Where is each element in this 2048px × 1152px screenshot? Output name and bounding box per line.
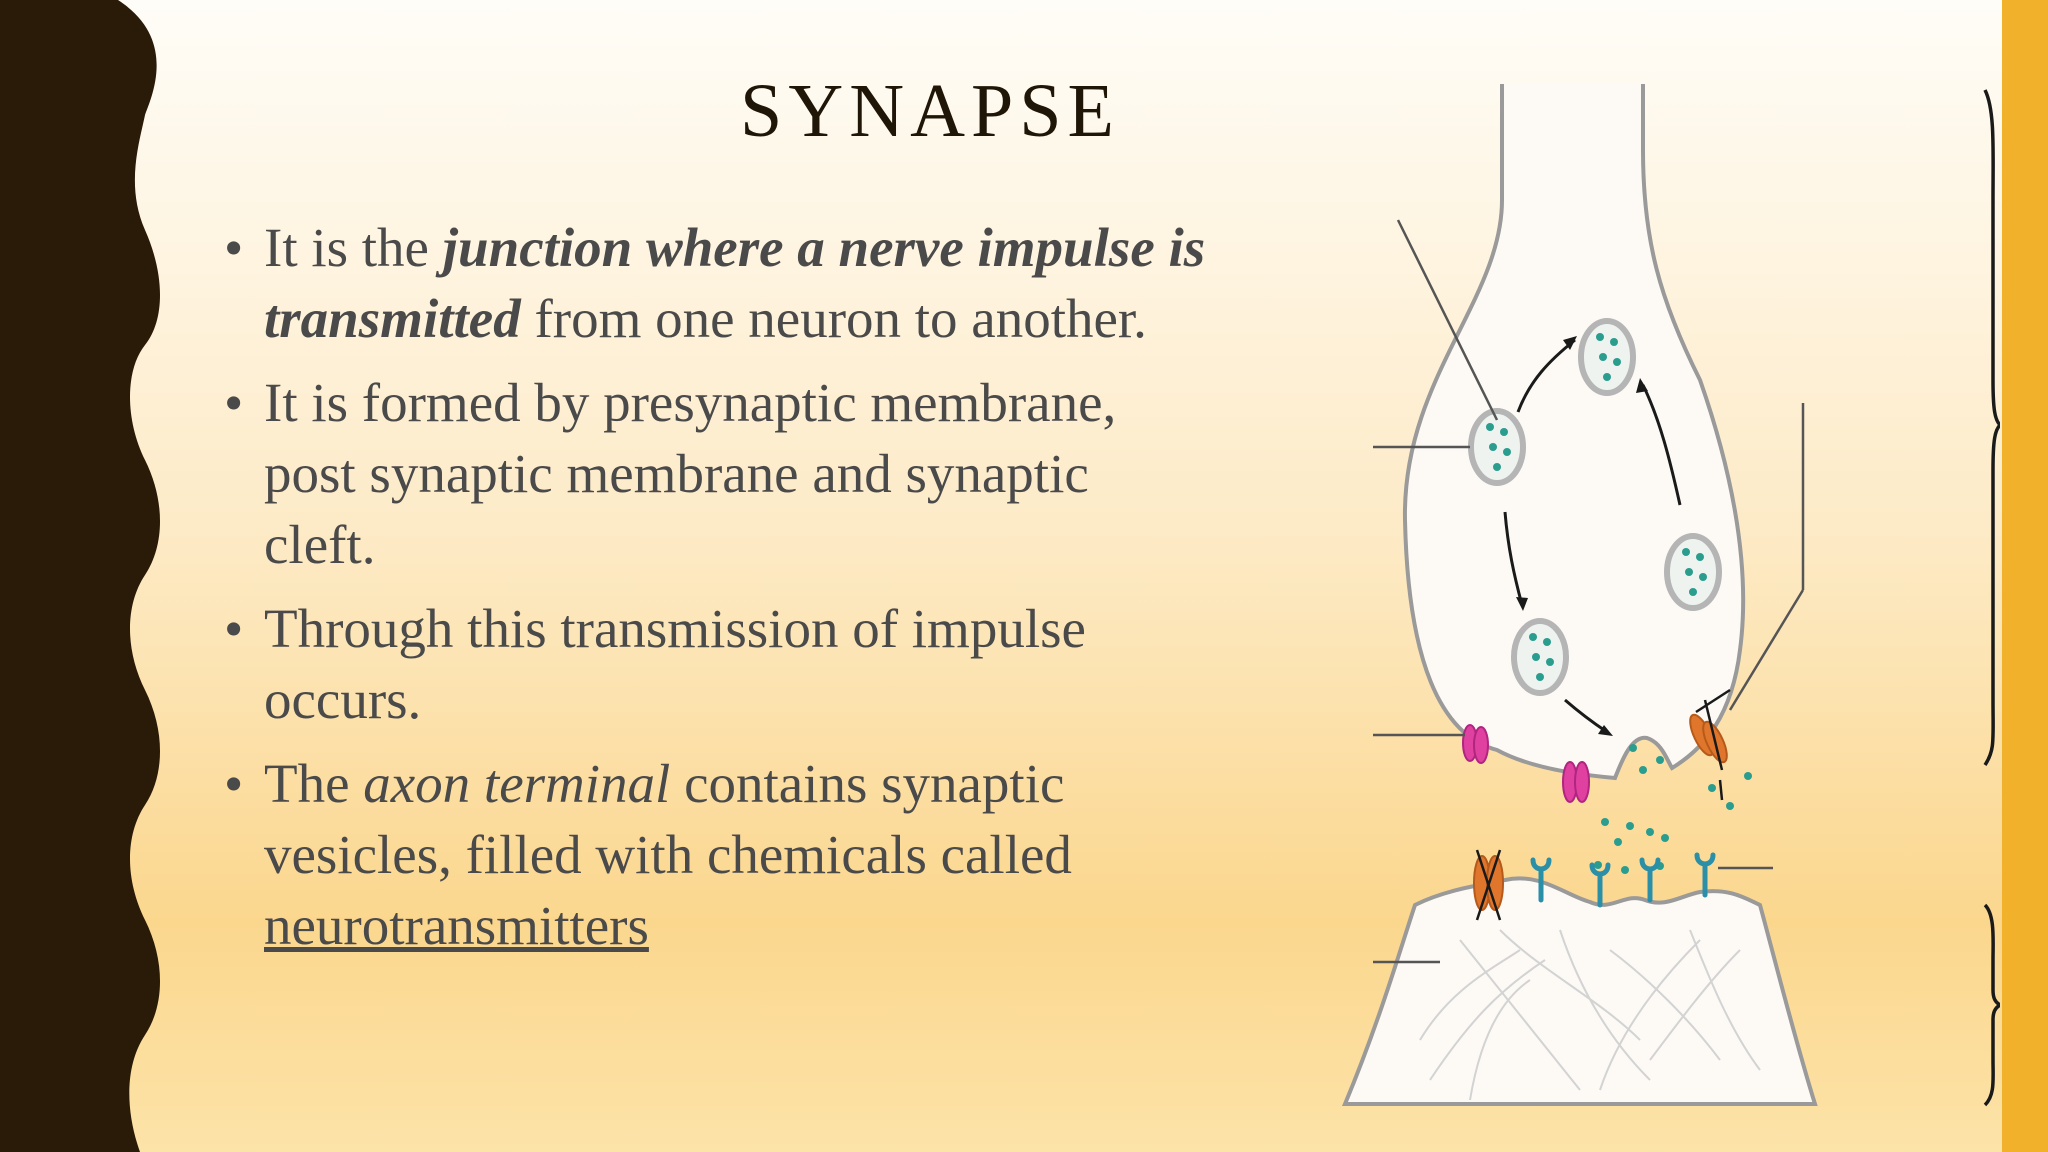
bullet-text-prefix: It is the <box>264 217 443 278</box>
bullet-item-transmission: Through this transmission of impulse occ… <box>218 593 1208 735</box>
bullet-emphasis: junction where a nerve impulse is transm… <box>264 217 1206 349</box>
bullet-text-middle: contains synaptic vesicles, filled with … <box>264 753 1072 885</box>
postsynaptic-filaments <box>1419 929 1761 1101</box>
bullet-item-formation: It is formed by presynaptic membrane, po… <box>218 367 1208 580</box>
synapse-diagram <box>1342 84 2000 1107</box>
bullet-italic-term: axon terminal <box>363 753 671 814</box>
bullet-item-junction: It is the junction where a nerve impulse… <box>218 212 1208 354</box>
region-braces <box>1983 89 2000 1107</box>
slide-title: SYNAPSE <box>740 69 1120 153</box>
bullet-text-prefix: The <box>264 753 364 814</box>
presynaptic-terminal <box>1402 84 1746 781</box>
bullet-item-axon-terminal: The axon terminal contains synaptic vesi… <box>218 748 1208 961</box>
neurotransmitters-term: neurotransmitters <box>264 895 649 956</box>
bullet-list: It is the junction where a nerve impulse… <box>218 212 1208 974</box>
label-leader-lines <box>1373 219 1805 964</box>
arrowheads <box>1516 336 1648 736</box>
right-accent-band <box>2002 0 2048 1152</box>
bullet-text-suffix: from one neuron to another. <box>520 288 1147 349</box>
calcium-channel <box>1462 724 1590 803</box>
ion-flow-arrows <box>1475 688 1731 921</box>
neurotransmitter-dots <box>1486 333 1752 874</box>
receptor <box>1530 852 1716 908</box>
wavy-left-border <box>0 0 160 1152</box>
wavy-border-shape <box>0 0 160 1152</box>
